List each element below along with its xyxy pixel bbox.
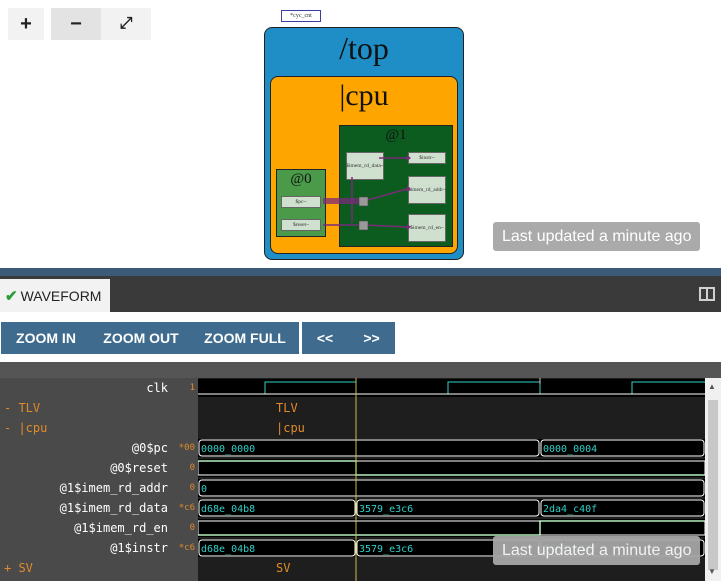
wave-row-bg xyxy=(198,379,705,397)
split-view-icon[interactable] xyxy=(699,287,715,301)
scope-wave-label: |cpu xyxy=(276,421,305,435)
tab-bar: ✔ WAVEFORM xyxy=(0,276,721,312)
scope-cpu[interactable]: - |cpu xyxy=(4,421,48,435)
signal-value: 0 xyxy=(189,483,195,493)
zoom-out-icon[interactable]: − xyxy=(51,8,101,40)
signal-imem-rd-data[interactable]: $imem_rd_data~ xyxy=(346,152,384,180)
bus-value: 0000_0004 xyxy=(543,444,597,455)
time-ruler xyxy=(0,362,721,378)
wave-row-bg xyxy=(198,499,705,517)
stage-0[interactable]: @0 $pc~ $reset~ xyxy=(276,169,326,237)
bus-value: 3579_e3c6 xyxy=(359,504,413,515)
last-updated-toast: Last updated a minute ago xyxy=(493,222,701,251)
clk-trace xyxy=(198,381,705,395)
zoom-full-button[interactable]: ZOOM FULL xyxy=(191,322,299,354)
signal-imem-rd-en[interactable]: $imem_rd_en~ xyxy=(408,214,446,242)
scope-sv[interactable]: + SV xyxy=(4,561,33,575)
tab-waveform-label: WAVEFORM xyxy=(20,287,102,304)
signal-name[interactable]: @1$imem_rd_data xyxy=(59,501,168,515)
signal-name[interactable]: clk xyxy=(146,381,168,395)
bus-segment xyxy=(356,499,540,517)
tab-waveform[interactable]: ✔ WAVEFORM xyxy=(0,279,110,312)
signal-name[interactable]: @1$instr xyxy=(110,541,168,555)
stage-0-title: @0 xyxy=(290,171,312,187)
bus-value: d68e_04b8 xyxy=(201,504,255,515)
cpu-module[interactable]: |cpu @0 $pc~ $reset~ @1 $imem_rd_data~ $… xyxy=(270,76,458,254)
zoom-in-button[interactable]: ZOOM IN xyxy=(1,322,91,354)
bus-value: 0 xyxy=(201,484,207,495)
scrollbar-thumb[interactable] xyxy=(708,400,718,570)
stage-1[interactable]: @1 $imem_rd_data~ $instr~ $imem_rd_addr~… xyxy=(339,125,453,247)
wave-row-bg xyxy=(198,459,705,477)
signal-value: *00 xyxy=(178,443,195,453)
scope-wave-label: SV xyxy=(276,561,290,575)
bus-segment xyxy=(198,479,705,497)
scroll-up-icon[interactable]: ▲ xyxy=(708,382,716,391)
bus-segment xyxy=(540,499,705,517)
bus-value: d68e_04b8 xyxy=(201,544,255,555)
top-module[interactable]: /top |cpu @0 $pc~ $reset~ @1 $imem_rd_da… xyxy=(264,27,464,260)
pane-divider[interactable] xyxy=(0,268,721,276)
bus-segment xyxy=(198,539,356,557)
bus-value: 3579_e3c6 xyxy=(359,544,413,555)
diagram-wires xyxy=(323,155,411,231)
zoom-in-icon[interactable]: + xyxy=(8,8,44,40)
fit-to-screen-icon[interactable]: ⤢ xyxy=(101,8,151,40)
waveform-traces[interactable]: TLV |cpu 0000_0000 0000_0004 0 d68e_04b8 3579_… xyxy=(198,378,705,581)
signal-value: 1 xyxy=(189,383,195,393)
bus-value: 0000_0000 xyxy=(201,444,255,455)
bit-high-box xyxy=(539,520,705,536)
scroll-down-icon[interactable]: ▼ xyxy=(708,567,716,576)
cpu-module-title: |cpu xyxy=(339,79,389,112)
signal-name[interactable]: @0$pc xyxy=(131,441,168,455)
cyc-cnt-label: *cyc_cnt xyxy=(281,10,321,22)
wave-row-bg xyxy=(198,439,705,457)
signal-name[interactable]: @0$reset xyxy=(110,461,168,475)
scope-wave-label: TLV xyxy=(276,401,298,415)
signal-reset[interactable]: $reset~ xyxy=(281,219,321,231)
stage-1-title: @1 xyxy=(385,127,407,143)
signal-name[interactable]: @1$imem_rd_addr xyxy=(59,481,168,495)
diagram-canvas[interactable]: *cyc_cnt /top |cpu @0 $pc~ $reset~ @1 $i… xyxy=(0,0,721,268)
signal-value: 0 xyxy=(189,463,195,473)
bus-segment xyxy=(198,439,540,457)
waveform-scrollbar[interactable]: ▲ ▼ xyxy=(705,378,721,581)
wave-row-bg xyxy=(198,479,705,497)
signal-pc[interactable]: $pc~ xyxy=(281,196,321,208)
check-icon: ✔ xyxy=(5,287,18,305)
next-button[interactable]: >> xyxy=(348,322,395,354)
top-module-title: /top xyxy=(339,30,389,66)
signal-value: *c6 xyxy=(178,543,195,553)
signal-name[interactable]: @1$imem_rd_en xyxy=(74,521,168,535)
last-updated-toast-bottom: Last updated a minute ago xyxy=(493,536,701,565)
wave-row-bg xyxy=(198,519,705,537)
scope-tlv[interactable]: - TLV xyxy=(4,401,41,415)
signal-value: *c6 xyxy=(178,503,195,513)
waveform-toolbar: ZOOM IN ZOOM OUT ZOOM FULL << >> xyxy=(0,312,721,362)
bus-segment xyxy=(540,439,705,457)
zoom-out-button[interactable]: ZOOM OUT xyxy=(91,322,191,354)
prev-button[interactable]: << xyxy=(302,322,348,354)
signal-names-panel: clk 1 - TLV - |cpu @0$pc *00 @0$reset 0 @1$imem_… xyxy=(0,378,198,581)
bus-value: 2da4_c40f xyxy=(543,504,597,515)
signal-imem-rd-addr[interactable]: $imem_rd_addr~ xyxy=(408,176,446,204)
signal-value: 0 xyxy=(189,523,195,533)
bus-segment xyxy=(198,499,356,517)
